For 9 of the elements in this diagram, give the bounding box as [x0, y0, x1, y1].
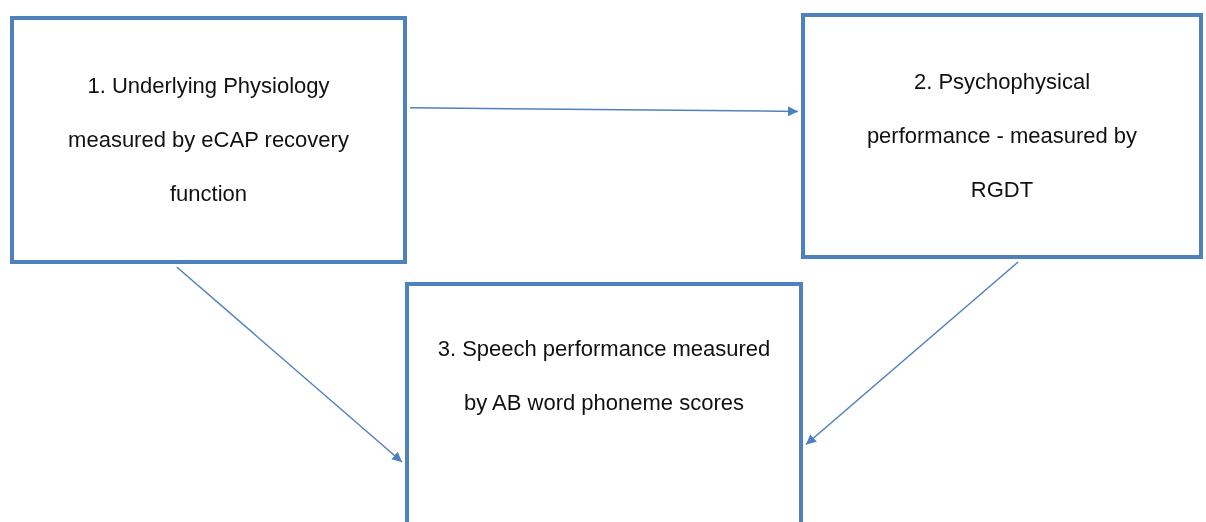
box-text: 2. Psychophysical performance - measured by RGDT [865, 68, 1139, 204]
arrow [409, 106, 799, 117]
arrow [805, 261, 1019, 446]
process-box [10, 16, 407, 264]
process-box [801, 13, 1203, 259]
box-text: 3. Speech performance measured by AB word phoneme scores [437, 335, 771, 417]
box-text: 1. Underlying Physiology measured by eCAP recovery function [67, 72, 350, 208]
arrow [176, 266, 403, 463]
process-box [405, 282, 803, 522]
